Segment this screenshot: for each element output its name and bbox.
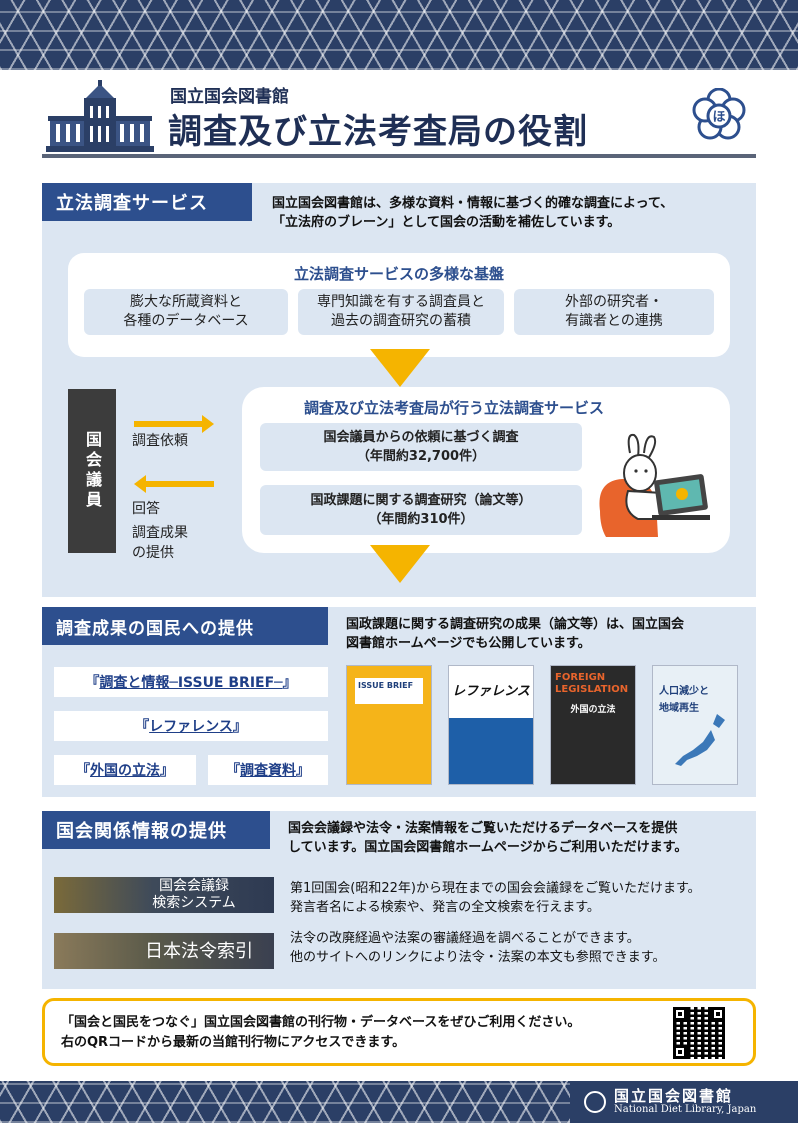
pub-link-research-materials[interactable]: 『調査資料』 xyxy=(208,755,328,785)
right-arrow-icon xyxy=(134,415,214,433)
left-arrow-icon xyxy=(134,475,214,493)
section-label-diet-info: 国会関係情報の提供 xyxy=(42,811,270,849)
services-panel: 調査及び立法考査局が行う立法調査サービス 国会議員からの依頼に基づく調査（年間約… xyxy=(242,387,730,553)
diet-members-box: 国会議員 xyxy=(68,389,116,553)
footer-name-en: National Diet Library, Japan xyxy=(614,1104,757,1115)
flower-seal-icon: ほ xyxy=(692,88,746,140)
foundation-item: 膨大な所蔵資料と各種のデータベース xyxy=(84,289,288,335)
call-to-action-box: 「国会と国民をつなぐ」国立国会図書館の刊行物・データベースをぜひご利用ください。… xyxy=(42,998,756,1066)
footer-name-jp: 国立国会図書館 xyxy=(614,1087,734,1105)
page-title: 調査及び立法考査局の役割 xyxy=(168,112,588,152)
request-label: 調査依頼 xyxy=(132,433,188,449)
section-public-provision: 調査成果の国民への提供 国政課題に関する調査研究の成果（論文等）は、国立国会 図… xyxy=(42,607,756,797)
foundation-item: 外部の研究者・有識者との連携 xyxy=(514,289,714,335)
answer-label: 回答 xyxy=(132,501,160,517)
db-diet-minutes-desc: 第1回国会(昭和22年)から現在までの国会会議録をご覧いただけます。 発言者名に… xyxy=(290,881,701,915)
cover-issue-brief[interactable]: ISSUE BRIEF xyxy=(346,665,432,785)
foundation-panel: 立法調査サービスの多様な基盤 膨大な所蔵資料と各種のデータベース 専門知識を有す… xyxy=(68,253,730,357)
db-diet-minutes-button[interactable]: 国会会議録検索システム xyxy=(54,877,274,913)
japan-map-icon xyxy=(675,714,725,766)
header-rule xyxy=(42,154,756,158)
section-desc-diet-info: 国会会議録や法令・法案情報をご覧いただけるデータベースを提供 しています。国立国… xyxy=(288,821,688,855)
cover-population-decline[interactable]: 人口減少と 地域再生 xyxy=(652,665,738,785)
section-desc-legislative-research: 国立国会図書館は、多様な資料・情報に基づく的確な調査によって、 「立法府のブレー… xyxy=(272,196,674,230)
foundation-title: 立法調査サービスの多様な基盤 xyxy=(293,265,504,283)
cover-foreign-legislation[interactable]: FOREIGN LEGISLATION 外国の立法 xyxy=(550,665,636,785)
pub-link-foreign-legislation[interactable]: 『外国の立法』 xyxy=(54,755,196,785)
db-law-index-desc: 法令の改廃経過や法案の審議経過を調べることができます。 他のサイトへのリンクによ… xyxy=(290,931,666,965)
top-pattern-band xyxy=(0,0,798,70)
pub-link-reference[interactable]: 『レファレンス』 xyxy=(54,711,328,741)
cover-reference[interactable]: レファレンス xyxy=(448,665,534,785)
foundation-item: 専門知識を有する調査員と過去の調査研究の蓄積 xyxy=(298,289,504,335)
section-diet-info: 国会関係情報の提供 国会会議録や法令・法案情報をご覧いただけるデータベースを提供… xyxy=(42,811,756,989)
organization-name: 国立国会図書館 xyxy=(170,87,289,107)
service-item: 国会議員からの依頼に基づく調査（年間約32,700件） xyxy=(260,423,582,471)
down-arrow-icon xyxy=(370,545,430,583)
results-label: 調査成果 の提供 xyxy=(132,525,188,561)
section-desc-public-provision: 国政課題に関する調査研究の成果（論文等）は、国立国会 図書館ホームページでも公開… xyxy=(346,617,685,651)
ndl-seal-icon xyxy=(584,1091,606,1113)
diet-building-icon xyxy=(46,80,154,152)
service-item: 国政課題に関する調査研究（論文等）（年間約310件） xyxy=(260,485,582,535)
section-label-public-provision: 調査成果の国民への提供 xyxy=(42,607,328,645)
page-header: 国立国会図書館 調査及び立法考査局の役割 ほ xyxy=(42,74,756,160)
section-label-legislative-research: 立法調査サービス xyxy=(42,183,252,221)
flower-seal-text: ほ xyxy=(712,110,725,125)
qr-code-icon[interactable] xyxy=(673,1007,725,1059)
down-arrow-icon xyxy=(370,349,430,387)
footer-logo: 国立国会図書館 National Diet Library, Japan xyxy=(570,1081,798,1123)
cta-text: 「国会と国民をつなぐ」国立国会図書館の刊行物・データベースをぜひご利用ください。… xyxy=(61,1015,581,1050)
pub-link-issue-brief[interactable]: 『調査と情報─ISSUE BRIEF─』 xyxy=(54,667,328,697)
services-title: 調査及び立法考査局が行う立法調査サービス xyxy=(304,399,605,417)
db-law-index-button[interactable]: 日本法令索引 xyxy=(54,933,274,969)
section-legislative-research: 立法調査サービス 国立国会図書館は、多様な資料・情報に基づく的確な調査によって、… xyxy=(42,183,756,597)
rabbit-mascot-icon xyxy=(599,433,710,537)
